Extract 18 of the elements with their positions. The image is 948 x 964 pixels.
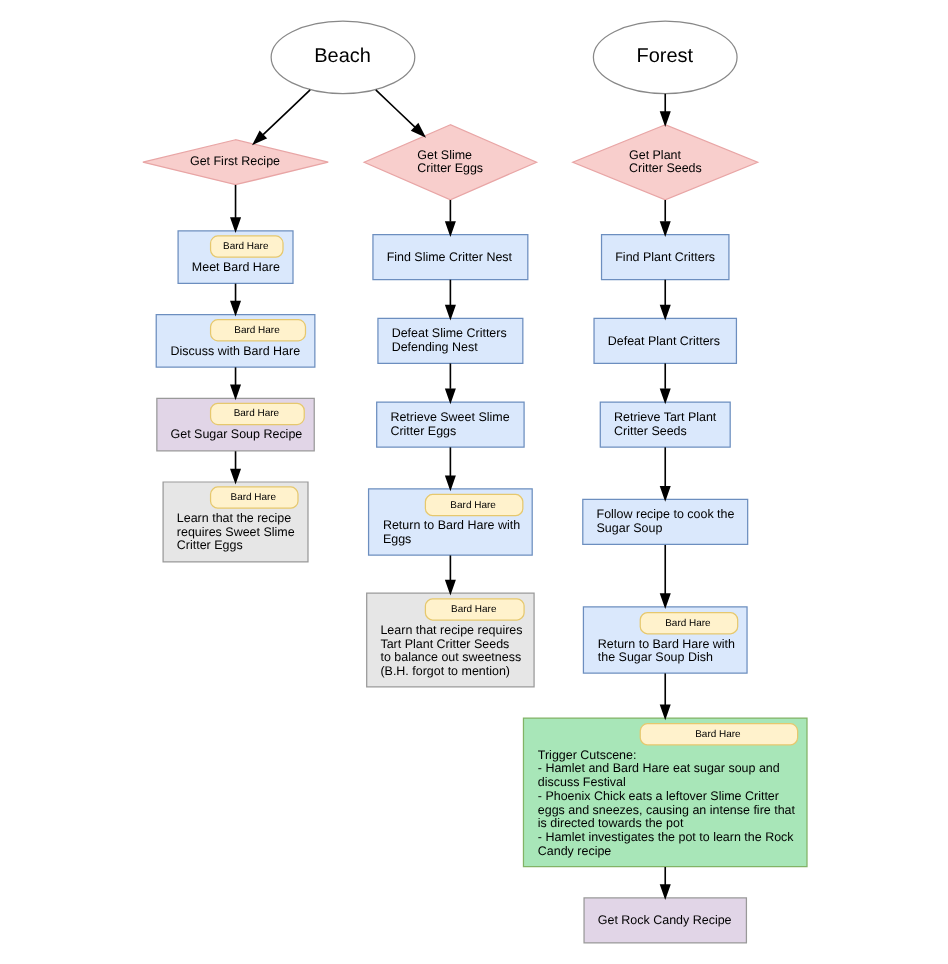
arrow [658,362,670,405]
arrow [443,199,455,237]
arrow [658,446,670,502]
arrow [373,89,425,138]
arrow [443,278,455,321]
arrow [443,446,455,492]
arrow [229,184,241,234]
arrow [443,554,455,596]
arrow [658,672,670,721]
arrow [443,362,455,405]
arrow [251,89,310,146]
arrow [658,93,670,128]
arrow [658,544,670,610]
arrow [658,278,670,321]
arrow [658,199,670,237]
arrow [658,866,670,901]
node-ellipse: Forest [591,20,737,95]
node-ellipse: Beach [269,20,415,95]
